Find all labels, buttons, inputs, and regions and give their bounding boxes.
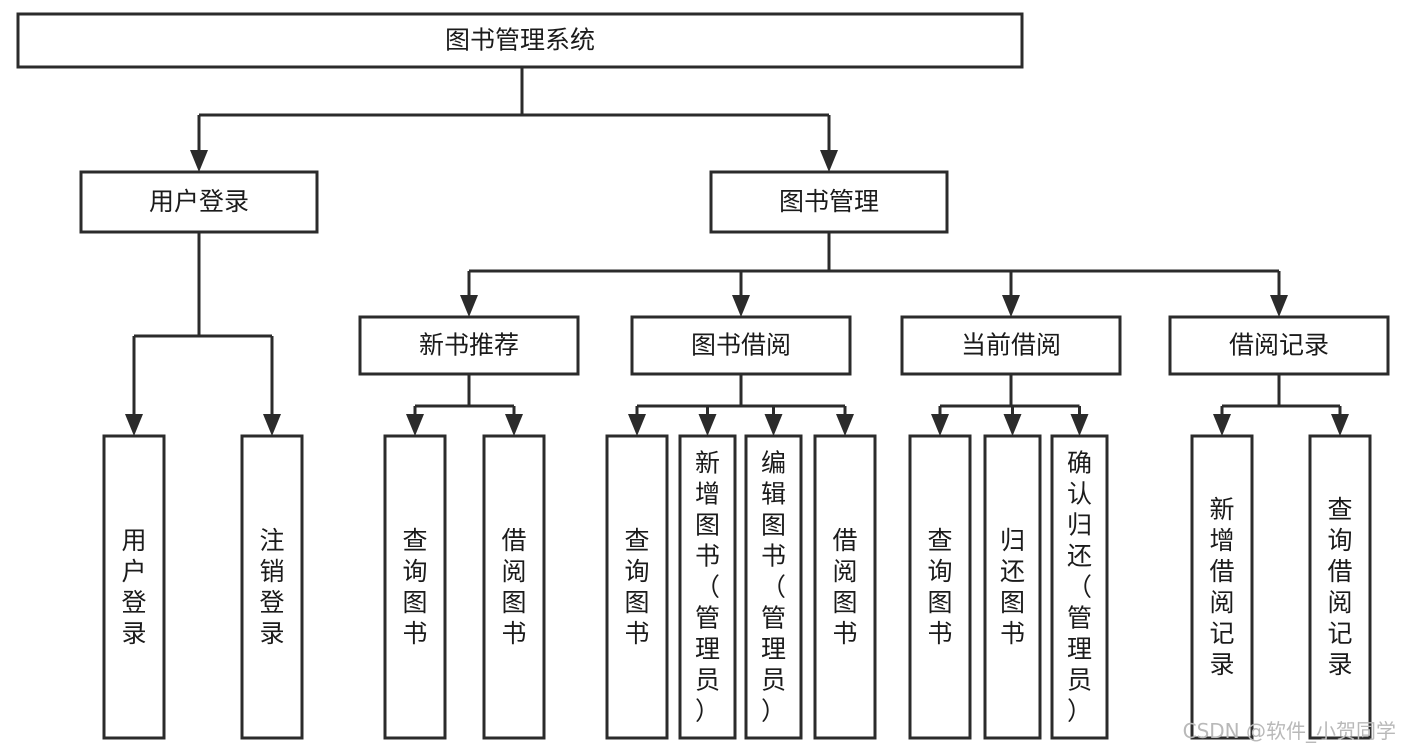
node-box [1308, 434, 1372, 740]
arrow-head-icon [406, 414, 424, 436]
connector-edges-layer [125, 67, 1349, 436]
arrow-head-icon [505, 414, 523, 436]
node-label: 新书推荐 [419, 331, 519, 360]
arrow-head-icon [931, 414, 949, 436]
arrow-head-icon [698, 414, 717, 436]
node-label: 借阅记录 [1229, 331, 1329, 360]
arrow-head-icon [1270, 295, 1288, 317]
arrow-head-icon [732, 295, 750, 317]
node-leaf-confirm-return[interactable]: 确认归还（管理员） [1050, 434, 1109, 740]
node-root[interactable]: 图书管理系统 [16, 12, 1024, 69]
node-label: 查询借阅记录 [1327, 495, 1352, 679]
node-box [630, 315, 852, 376]
arrow-head-icon [628, 414, 646, 436]
node-box [79, 170, 319, 234]
arrow-head-icon [1003, 414, 1022, 436]
node-label: 归还图书 [1000, 526, 1025, 648]
node-label: 注销登录 [259, 526, 284, 648]
arrow-head-icon [263, 414, 281, 436]
node-label: 新增借阅记录 [1209, 495, 1234, 679]
node-label: 编辑图书（管理员） [761, 449, 786, 726]
node-book-borrow[interactable]: 图书借阅 [630, 315, 852, 376]
node-leaf-add-book[interactable]: 新增图书（管理员） [678, 434, 737, 740]
arrow-head-icon [125, 414, 143, 436]
node-label: 当前借阅 [961, 331, 1061, 360]
node-leaf-query-book-1[interactable]: 查询图书 [383, 434, 447, 740]
arrow-head-icon [190, 150, 208, 172]
node-label: 图书管理系统 [445, 26, 595, 55]
node-label: 查询图书 [624, 526, 649, 648]
node-leaf-add-borrow-record[interactable]: 新增借阅记录 [1190, 434, 1254, 740]
node-box [1190, 434, 1254, 740]
node-box [983, 434, 1042, 740]
node-box [744, 434, 803, 740]
node-leaf-logout-login[interactable]: 注销登录 [240, 434, 304, 740]
node-label: 确认归还（管理员） [1067, 449, 1092, 726]
node-leaf-borrow-book-1[interactable]: 借阅图书 [482, 434, 546, 740]
node-box [1168, 315, 1390, 376]
node-leaf-query-book-3[interactable]: 查询图书 [908, 434, 972, 740]
node-box [678, 434, 737, 740]
node-label: 图书管理 [779, 187, 879, 216]
node-current-borrow[interactable]: 当前借阅 [900, 315, 1122, 376]
node-box [908, 434, 972, 740]
node-leaf-query-borrow-record[interactable]: 查询借阅记录 [1308, 434, 1372, 740]
arrow-head-icon [460, 295, 478, 317]
node-leaf-query-book-2[interactable]: 查询图书 [605, 434, 669, 740]
node-box [482, 434, 546, 740]
node-borrow-record[interactable]: 借阅记录 [1168, 315, 1390, 376]
node-label: 查询图书 [927, 526, 952, 648]
node-leaf-edit-book[interactable]: 编辑图书（管理员） [744, 434, 803, 740]
node-box [383, 434, 447, 740]
arrow-head-icon [1331, 414, 1349, 436]
node-leaf-user-login[interactable]: 用户登录 [102, 434, 166, 740]
node-book-manage[interactable]: 图书管理 [709, 170, 949, 234]
node-label: 新增图书（管理员） [695, 449, 720, 726]
arrow-head-icon [764, 414, 783, 436]
arrow-head-icon [836, 414, 854, 436]
node-label: 图书借阅 [691, 331, 791, 360]
node-box [605, 434, 669, 740]
node-box [709, 170, 949, 234]
node-box [102, 434, 166, 740]
node-leaf-borrow-book-2[interactable]: 借阅图书 [813, 434, 877, 740]
node-new-book-recommend[interactable]: 新书推荐 [358, 315, 580, 376]
node-user-login[interactable]: 用户登录 [79, 170, 319, 234]
node-label: 借阅图书 [501, 526, 526, 648]
arrow-head-icon [1070, 414, 1089, 436]
node-label: 用户登录 [149, 187, 249, 216]
arrow-head-icon [1002, 295, 1020, 317]
node-boxes-layer: 图书管理系统用户登录图书管理新书推荐图书借阅当前借阅借阅记录用户登录注销登录查询… [16, 12, 1390, 740]
node-box [900, 315, 1122, 376]
csdn-watermark: CSDN @软件_小贺同学 [1183, 719, 1396, 743]
arrow-head-icon [820, 150, 838, 172]
node-label: 查询图书 [402, 526, 427, 648]
node-label: 借阅图书 [832, 526, 857, 648]
node-box [1050, 434, 1109, 740]
node-leaf-return-book[interactable]: 归还图书 [983, 434, 1042, 740]
node-label: 用户登录 [121, 526, 146, 648]
node-box [813, 434, 877, 740]
node-box [358, 315, 580, 376]
node-box [240, 434, 304, 740]
node-box [16, 12, 1024, 69]
arrow-head-icon [1213, 414, 1231, 436]
